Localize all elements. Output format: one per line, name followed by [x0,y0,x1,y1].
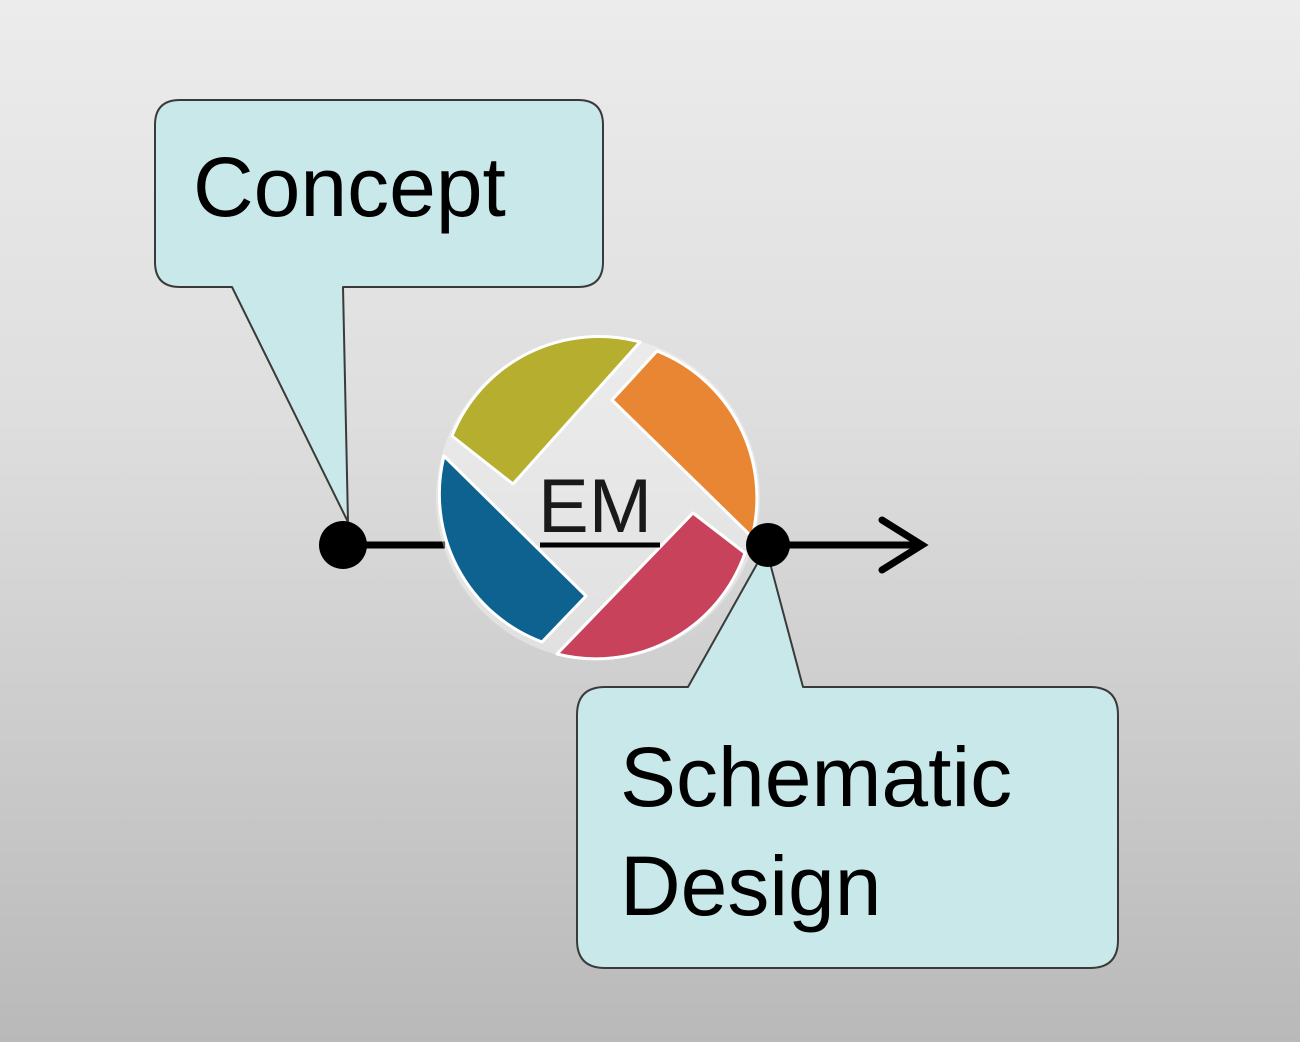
schematic-label-line2: Design [620,839,881,933]
logo-segment-olive [450,335,642,486]
logo-segment-blue [437,454,588,644]
schematic-design-callout: Schematic Design [576,547,1119,969]
logo-segment-red [555,511,747,661]
logo-segment-orange [610,349,759,539]
arrow-head-icon [878,516,929,574]
schematic-callout-shape [576,547,1119,969]
schematic-label-line1: Schematic [620,730,1012,824]
concept-label: Concept [193,140,506,234]
concept-callout: Concept [154,99,604,523]
concept-milestone-dot [319,521,367,569]
em-logo: EM [436,335,760,661]
concept-callout-shape [154,99,604,523]
logo-em-text: EM [538,464,652,549]
schematic-milestone-dot [746,523,790,567]
